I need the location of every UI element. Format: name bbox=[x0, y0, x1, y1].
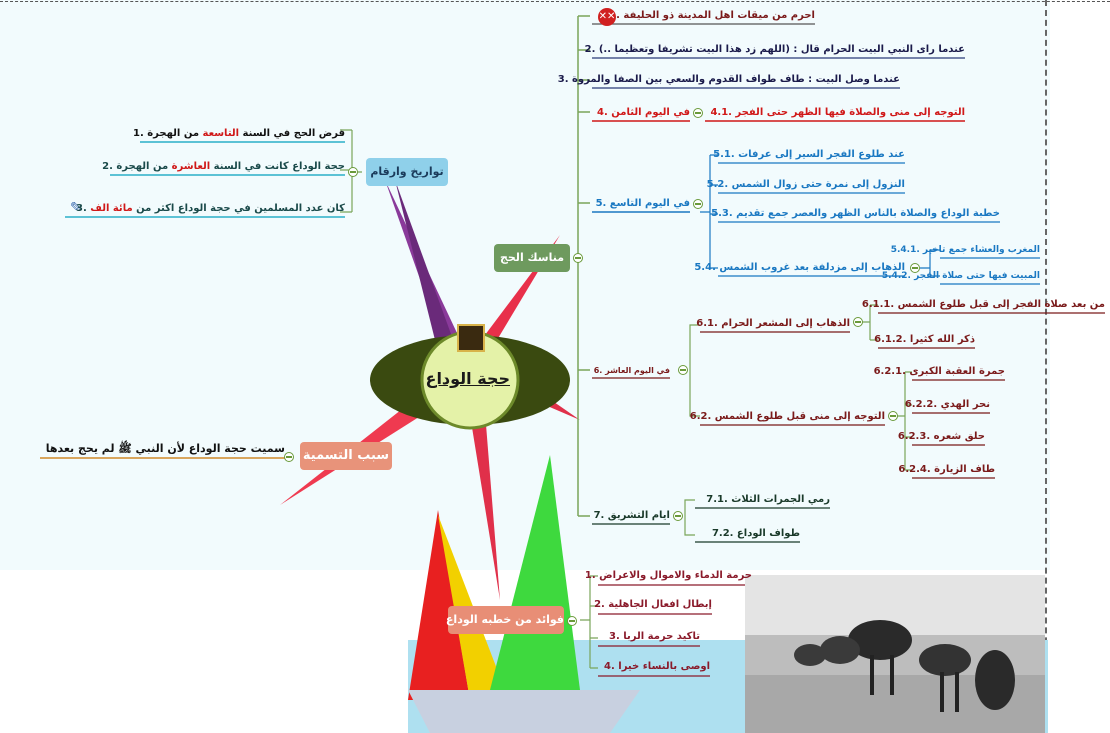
pencil-icon: ✎ bbox=[70, 200, 82, 216]
manasik-item-5-1[interactable]: عند طلوع الفجر السير إلى عرفات .5.1 bbox=[713, 149, 905, 160]
tawarikh-item-2-text-a: حجة الوداع كانت في السنة bbox=[210, 161, 345, 172]
collapse-6-2-icon[interactable] bbox=[888, 411, 898, 421]
manasik-item-5-4-1[interactable]: المغرب والعشاء جمع تاخير .5.4.1 bbox=[890, 245, 1040, 255]
collapse-manasik-icon[interactable] bbox=[573, 253, 583, 263]
manasik-item-5-4[interactable]: الذهاب إلى مزدلفة بعد غروب الشمس .5.4 bbox=[694, 262, 905, 273]
collapse-5-4-icon[interactable] bbox=[910, 263, 920, 273]
manasik-item-6-2-3[interactable]: حلق شعره .6.2.3 bbox=[897, 431, 985, 442]
manasik-item-5-2[interactable]: النزول إلى نمرة حتى زوال الشمس .5.2 bbox=[706, 179, 905, 190]
tawarikh-item-3-highlight: مائة الف bbox=[90, 203, 133, 214]
center-title: حجة الوداع bbox=[425, 369, 510, 388]
tawarikh-item-1-text-a: فرض الحج في السنة bbox=[239, 128, 345, 139]
fawaid-item-1[interactable]: حرمة الدماء والاموال والاعراض .1 bbox=[584, 570, 752, 581]
manasik-item-6-2-4[interactable]: طاف الزيارة .6.2.4 bbox=[898, 464, 995, 475]
spike-tawarikh-b bbox=[395, 180, 455, 360]
manasik-item-6[interactable]: في اليوم العاشر .6 bbox=[593, 366, 670, 375]
branch-manasik[interactable]: مناسك الحج bbox=[494, 244, 570, 272]
spike-fawaid bbox=[470, 412, 500, 600]
collapse-6-1-icon[interactable] bbox=[853, 317, 863, 327]
boat-hull bbox=[408, 690, 640, 733]
fawaid-item-2[interactable]: إبطال افعال الجاهلية .2 bbox=[594, 599, 712, 610]
kaaba-icon bbox=[457, 324, 485, 352]
warning-icon: ✕✕ bbox=[598, 8, 616, 26]
manasik-item-6-1-2[interactable]: ذكر الله كثيرا .6.1.2 bbox=[874, 334, 975, 345]
manasik-item-5[interactable]: في اليوم التاسع .5 bbox=[595, 198, 690, 209]
page-break-line bbox=[1045, 0, 1047, 733]
camel-photo bbox=[745, 575, 1045, 733]
manasik-item-7[interactable]: ايام التشريق .7 bbox=[593, 510, 670, 521]
collapse-5-icon[interactable] bbox=[693, 199, 703, 209]
fawaid-item-4[interactable]: اوصى بالنساء خيرا .4 bbox=[604, 661, 710, 672]
tawarikh-item-1-text-c: من الهجرة .1 bbox=[132, 128, 203, 139]
page-top-border bbox=[0, 1, 1110, 2]
branch-fawaid[interactable]: فوائد من خطبه الوداع bbox=[446, 606, 564, 634]
manasik-item-6-1[interactable]: الذهاب إلى المشعر الحرام .6.1 bbox=[696, 318, 850, 329]
collapse-tawarikh-icon[interactable] bbox=[348, 167, 358, 177]
manasik-item-6-2-1[interactable]: جمرة العقبة الكبرى .6.2.1 bbox=[873, 366, 1005, 377]
branch-tasmiya[interactable]: سبب التسمية bbox=[300, 442, 392, 470]
manasik-item-6-1-1[interactable]: من بعد صلاة الفجر إلى قبل طلوع الشمس .6.… bbox=[861, 299, 1105, 310]
manasik-item-2[interactable]: عندما راى النبي البيت الحرام قال : (الله… bbox=[584, 44, 965, 55]
green-sail bbox=[490, 455, 580, 690]
sand-strip bbox=[0, 570, 408, 733]
manasik-item-6-2[interactable]: التوجه إلى منى قبل طلوع الشمس .6.2 bbox=[689, 411, 885, 422]
collapse-6-icon[interactable] bbox=[678, 365, 688, 375]
manasik-item-4-1[interactable]: التوجه إلى منى والصلاة فيها الظهر حتى ال… bbox=[710, 107, 965, 118]
fawaid-item-3[interactable]: تاكيد حرمة الربا .3 bbox=[609, 631, 700, 642]
collapse-4-icon[interactable] bbox=[693, 108, 703, 118]
manasik-item-1[interactable]: احرم من ميقات اهل المدينة ذو الحليفة .1 bbox=[609, 10, 815, 21]
manasik-item-6-2-2[interactable]: نحر الهدي .6.2.2 bbox=[904, 399, 990, 410]
tawarikh-item-1[interactable]: فرض الحج في السنة التاسعة من الهجرة .1 bbox=[133, 127, 345, 141]
tawarikh-item-2-highlight: العاشرة bbox=[171, 161, 211, 172]
collapse-7-icon[interactable] bbox=[673, 511, 683, 521]
manasik-item-3[interactable]: عندما وصل البيت : طاف طواف القدوم والسعي… bbox=[557, 74, 900, 85]
tawarikh-item-3[interactable]: كان عدد المسلمين في حجة الوداع اكثر من م… bbox=[76, 202, 345, 216]
tawarikh-item-2-text-c: من الهجرة .2 bbox=[102, 161, 172, 172]
manasik-item-7-1[interactable]: رمي الجمرات الثلاث .7.1 bbox=[706, 494, 830, 505]
tawarikh-item-1-highlight: التاسعة bbox=[202, 128, 240, 139]
tawarikh-item-3-text-a: كان عدد المسلمين في حجة الوداع اكثر من bbox=[132, 203, 345, 214]
manasik-item-4[interactable]: في اليوم الثامن .4 bbox=[597, 107, 690, 118]
collapse-tasmiya-icon[interactable] bbox=[284, 452, 294, 462]
manasik-item-5-4-2[interactable]: المبيت فيها حتى صلاة الفجر .5.4.2 bbox=[881, 271, 1040, 281]
red-sail bbox=[408, 510, 470, 700]
tawarikh-item-2[interactable]: حجة الوداع كانت في السنة العاشرة من الهج… bbox=[102, 160, 345, 174]
manasik-item-7-2[interactable]: طواف الوداع .7.2 bbox=[711, 528, 800, 539]
branch-tawarikh[interactable]: تواريخ وارقام bbox=[366, 158, 448, 186]
tawarikh-item-3-text-c: .3 bbox=[76, 203, 91, 214]
collapse-fawaid-icon[interactable] bbox=[567, 616, 577, 626]
manasik-item-5-3[interactable]: خطبة الوداع والصلاة بالناس الظهر والعصر … bbox=[711, 208, 1000, 219]
tasmiya-item-1[interactable]: سميت حجة الوداع لأن النبي ﷺ لم يحج بعدها bbox=[45, 442, 285, 455]
